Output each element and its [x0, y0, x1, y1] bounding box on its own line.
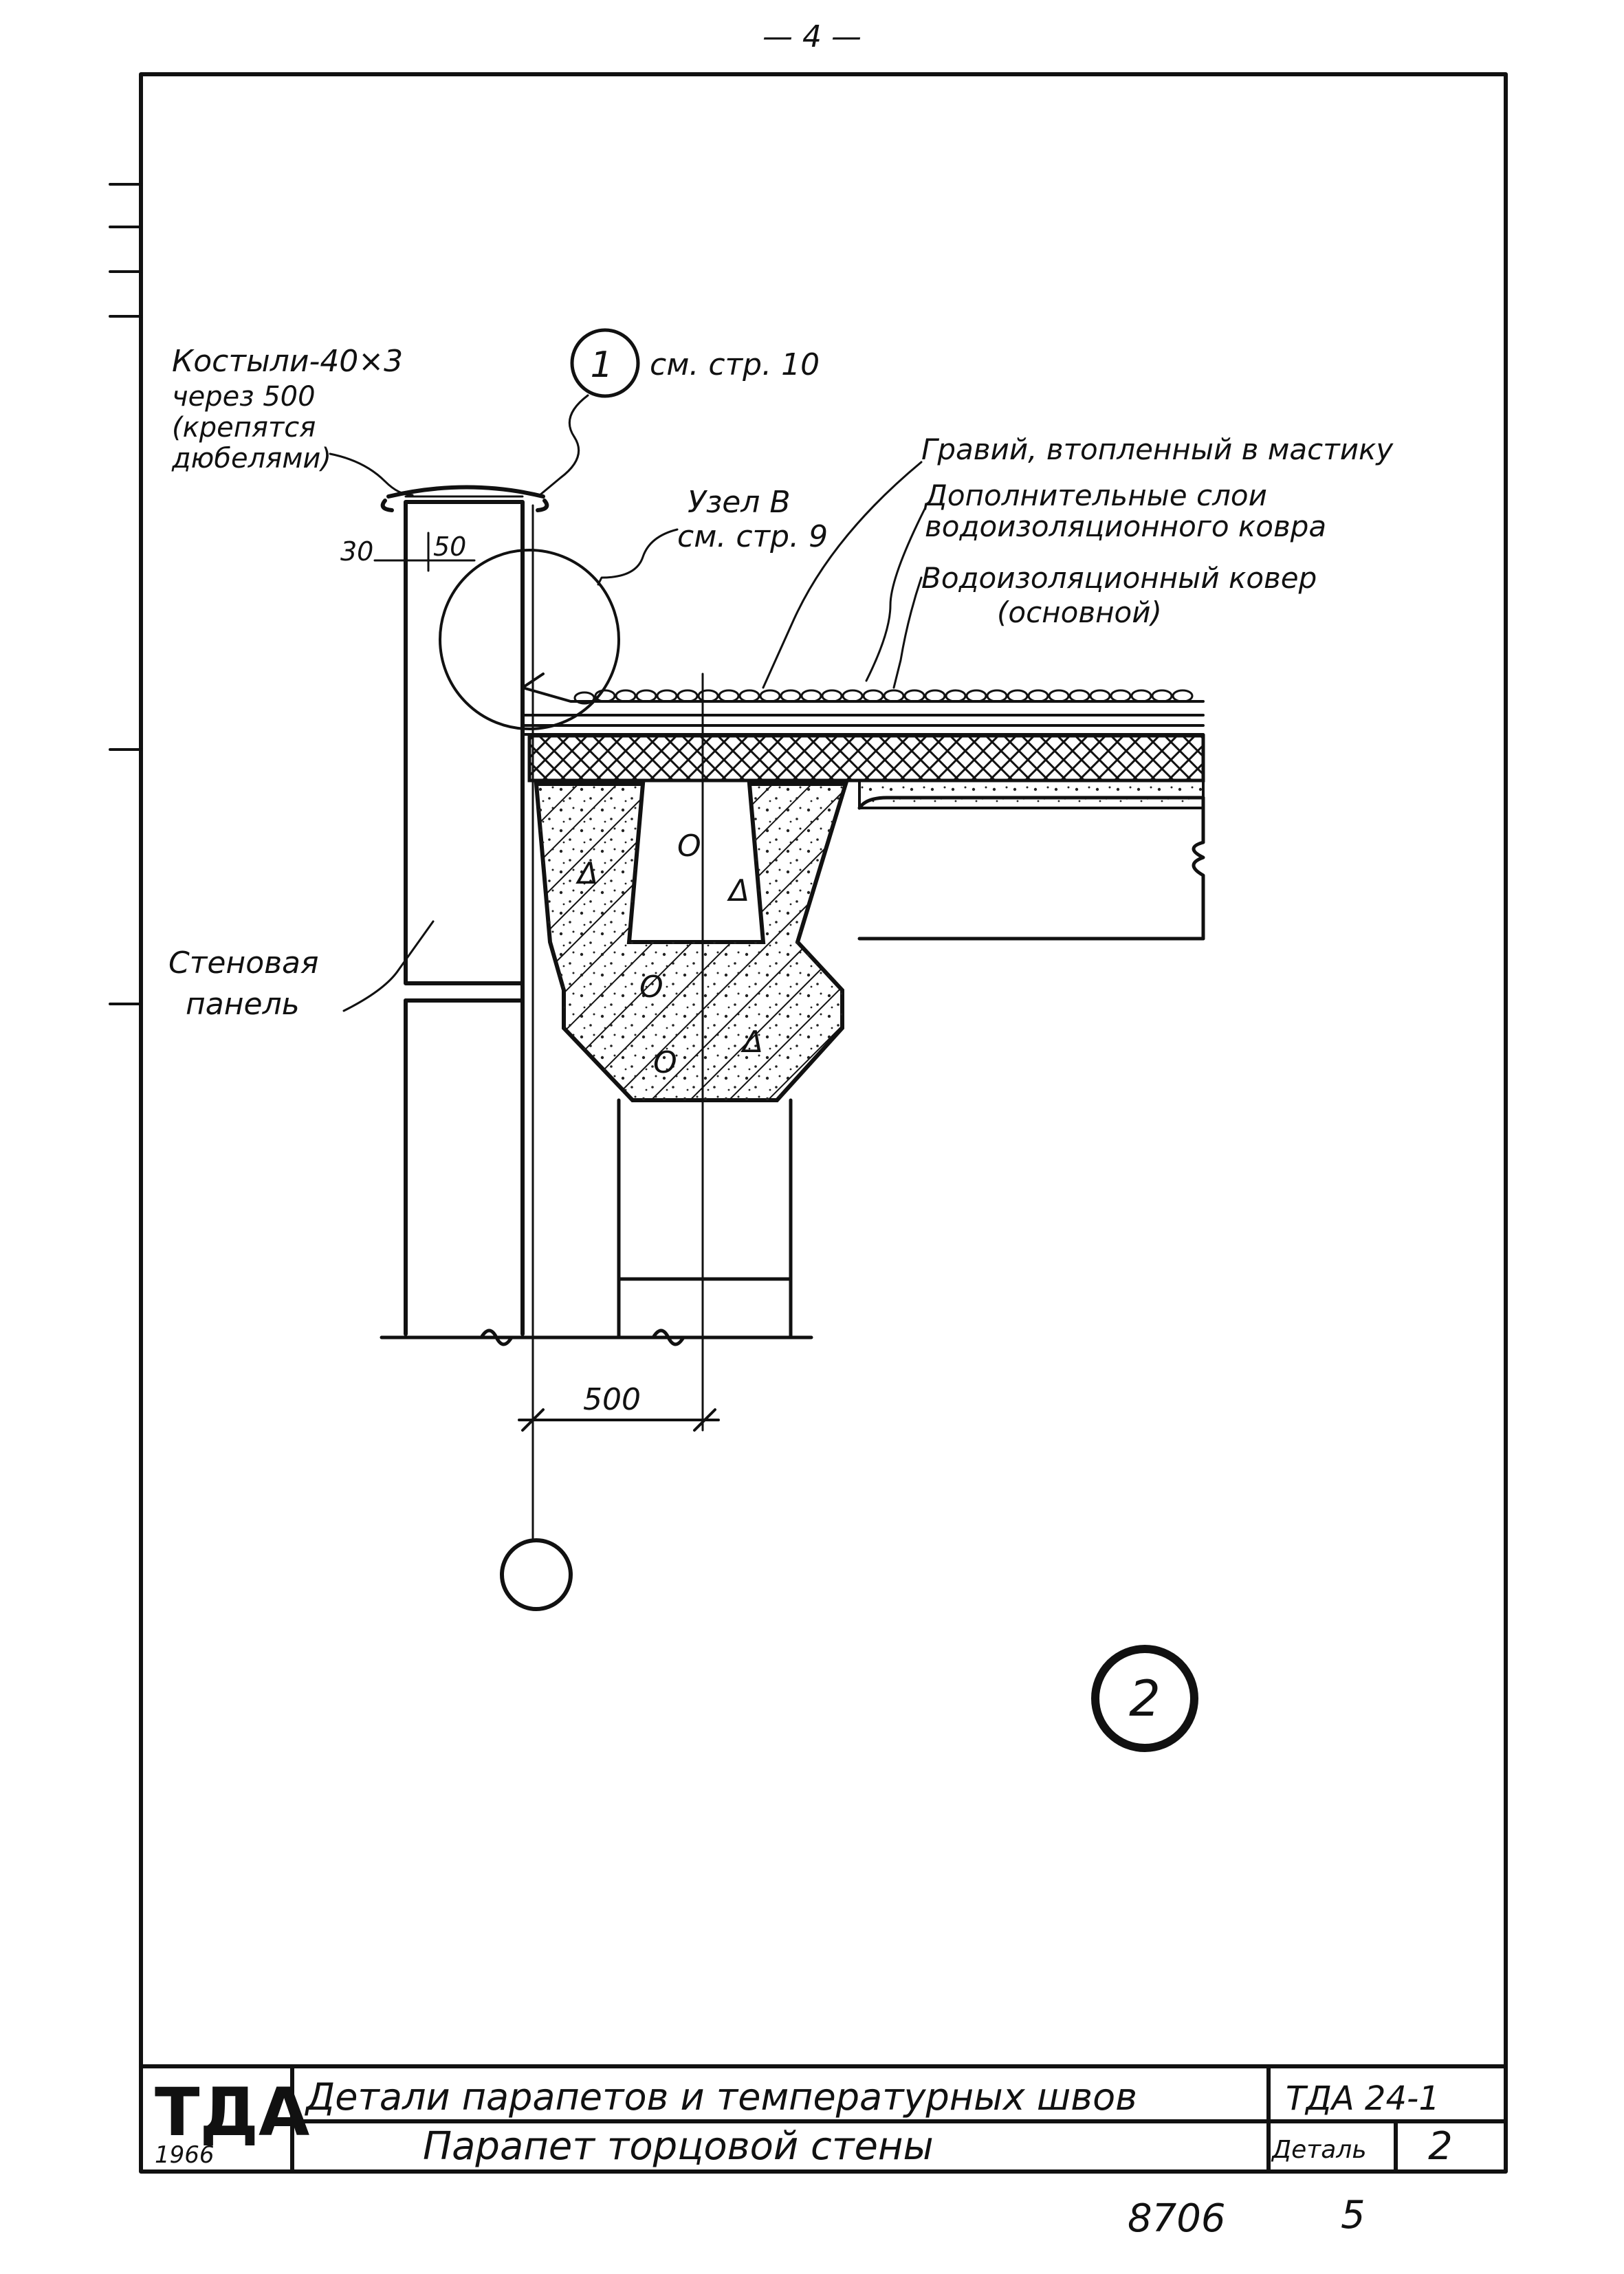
dimension-30-50 — [373, 532, 476, 572]
kostyli-line2: через 500 — [172, 381, 316, 413]
detail-number-circle — [1091, 1645, 1198, 1752]
ref1-text: см. стр. 10 — [650, 347, 820, 382]
ref1-bubble — [570, 328, 640, 398]
sheet-frame — [139, 72, 1508, 2174]
ref1-number: 1 — [590, 345, 613, 386]
kostyli-label: Костыли-40×3 через 500 (крепятся дюбелям… — [171, 344, 403, 474]
kostyli-line1: Костыли-40×3 — [172, 344, 403, 379]
axis-bubble — [500, 1538, 573, 1611]
title-block — [139, 2064, 1508, 2174]
base-line — [380, 1329, 813, 1346]
leader-lines — [329, 394, 926, 1012]
node-b-circle — [439, 549, 620, 730]
page-number-top: — 4 — — [762, 19, 862, 54]
detail-value: 2 — [1428, 2124, 1453, 2169]
uzel-line2: см. стр. 9 — [677, 519, 828, 554]
sheet-title: Парапет торцовой стены — [423, 2124, 934, 2169]
main-carpet-line1: Водоизоляционный ковер — [921, 561, 1317, 595]
svg-text:O: O — [639, 970, 663, 1005]
series-title: Детали парапетов и температурных швов — [305, 2075, 1137, 2119]
svg-text:Δ: Δ — [575, 856, 598, 891]
dimension-500-label: 500 — [583, 1382, 641, 1417]
detail-number: 2 — [1129, 1670, 1161, 1727]
gravel-label: Гравий, втопленный в мастику — [921, 433, 1394, 466]
extra-layers-line1: Дополнительные слои — [923, 479, 1267, 512]
svg-text:O: O — [653, 1045, 677, 1080]
wall-panel — [380, 485, 549, 1336]
roof-slab — [857, 796, 1205, 941]
title-logo: ТДА — [155, 2074, 309, 2151]
extra-layers-line2: водоизоляционного ковра — [925, 510, 1326, 543]
series-code: ТДА 24-1 — [1286, 2079, 1440, 2118]
detail-label: Деталь — [1271, 2136, 1367, 2164]
wall-panel-line1: Стеновая — [168, 945, 318, 981]
uzel-line1: Узел В — [688, 485, 791, 520]
concrete-beam: Δ Δ Δ O O O — [534, 782, 849, 1102]
svg-text:Δ: Δ — [740, 1025, 763, 1060]
axis-lines — [531, 504, 704, 1562]
kostyli-line3: (крепятся — [172, 412, 316, 444]
dimension-30-label: 30 — [340, 536, 373, 567]
gravel-layer — [521, 686, 1205, 705]
title-year: 1966 — [155, 2141, 215, 2169]
svg-text:Δ: Δ — [727, 873, 749, 908]
dimension-50-label: 50 — [433, 532, 466, 562]
svg-text:O: O — [677, 829, 701, 864]
archive-number: 8706 — [1128, 2196, 1226, 2241]
wall-panel-line2: панель — [186, 987, 300, 1022]
page-footer: 5 — [1341, 2193, 1365, 2238]
kostyli-line4: дюбелями) — [171, 443, 331, 474]
column — [617, 1098, 793, 1340]
insulation-layer — [527, 734, 1205, 783]
dimension-500 — [518, 1408, 720, 1432]
margin-ticks — [109, 183, 142, 1005]
screed-layer — [858, 779, 1205, 809]
waterproofing-layers — [521, 673, 1205, 736]
main-carpet-line2: (основной) — [997, 595, 1162, 629]
